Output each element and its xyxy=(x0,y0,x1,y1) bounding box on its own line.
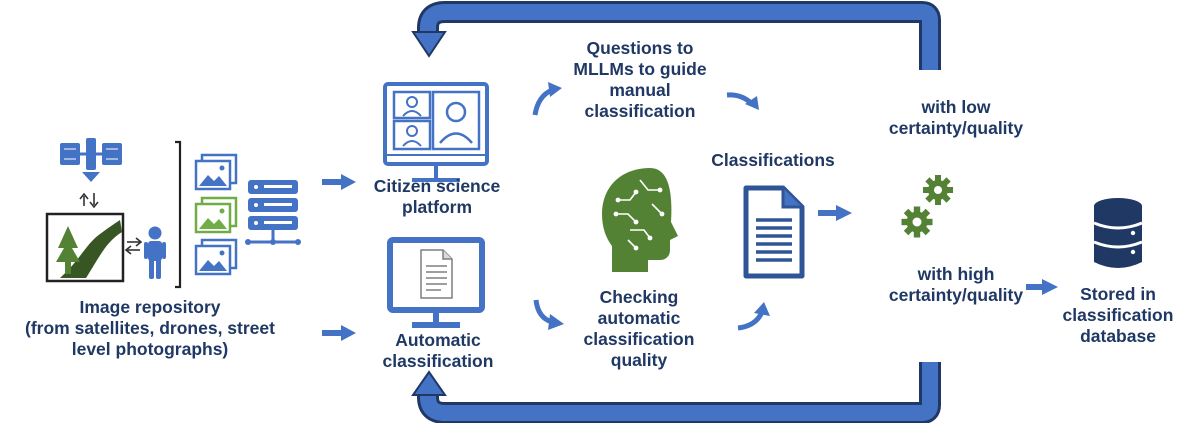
database-icon xyxy=(1093,198,1143,268)
image-stack-icon xyxy=(194,153,238,276)
gears-icon xyxy=(901,175,953,238)
stored-database-label: Stored in classification database xyxy=(1062,284,1174,346)
image-link-arrows-icon xyxy=(124,237,143,255)
document-monitor-icon xyxy=(387,237,485,328)
questions-mllm-label: Questions to MLLMs to guide manual class… xyxy=(573,38,707,121)
image-repository-label: Image repository (from satellites, drone… xyxy=(25,297,275,359)
arrow-to-database xyxy=(1026,279,1058,295)
landscape-image-icon xyxy=(45,212,125,283)
curved-arrow-to-checking xyxy=(533,299,564,330)
repository-bracket xyxy=(175,140,182,289)
low-certainty-label: with low certainty/quality xyxy=(888,97,1024,138)
ai-brain-head-icon xyxy=(602,168,678,272)
person-icon xyxy=(144,226,166,279)
curved-arrow-from-questions xyxy=(726,92,759,110)
high-certainty-label: with high certainty/quality xyxy=(888,264,1024,305)
satellite-icon xyxy=(60,138,122,182)
citizen-platform-label: Citizen science platform xyxy=(373,176,501,217)
arrow-to-automatic-classification xyxy=(322,325,356,341)
video-conference-monitor-icon xyxy=(383,82,489,182)
server-rack-icon xyxy=(245,180,301,245)
curved-arrow-from-checking xyxy=(737,302,770,331)
arrow-to-citizen-platform xyxy=(322,174,356,190)
automatic-classification-label: Automatic classification xyxy=(382,330,494,371)
document-icon xyxy=(743,185,805,279)
classifications-label: Classifications xyxy=(711,150,835,170)
satellite-link-arrows-icon xyxy=(79,192,99,209)
feedback-loop-bottom-arrow xyxy=(411,362,941,423)
curved-arrow-to-questions xyxy=(532,82,562,116)
feedback-loop-top-arrow xyxy=(411,1,941,70)
arrow-to-certainty-check xyxy=(818,205,852,221)
checking-quality-label: Checking automatic classification qualit… xyxy=(583,287,695,370)
